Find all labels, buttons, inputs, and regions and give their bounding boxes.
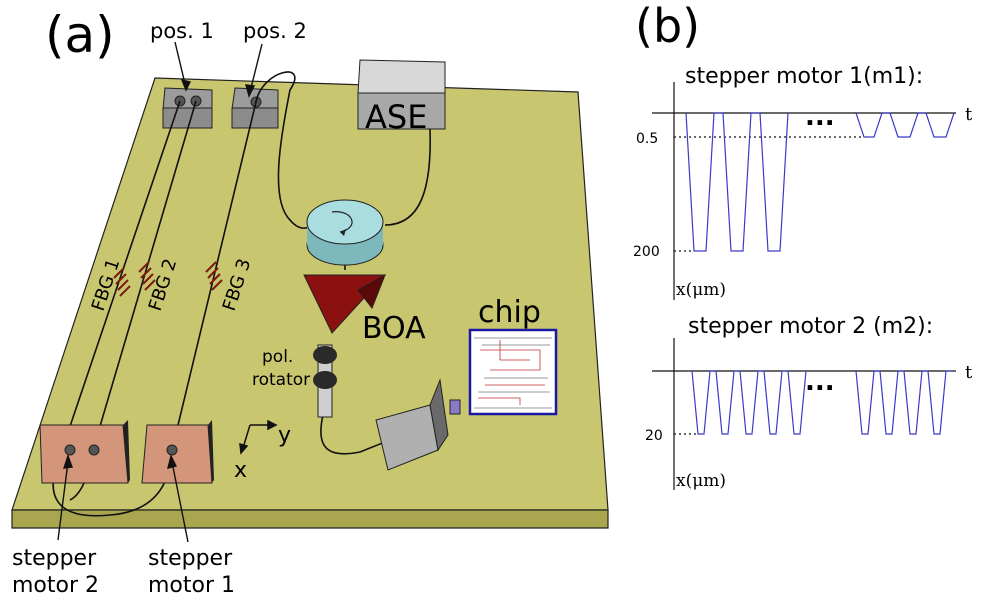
m1-waveform [685,112,955,252]
m2-tick-20: 20 [645,428,663,444]
stepper-motor-2-label-1: stepper [12,546,97,571]
pos2-block [231,107,279,129]
pos1-block-top [162,87,213,111]
fbg-gratings [113,261,223,297]
stepper-motor-1-label-1: stepper [148,546,233,571]
m2-ellipsis: ... [805,367,835,397]
xy-axes [239,419,278,455]
m1-t-label: t [965,104,973,125]
ase-box [357,92,446,130]
pos2-label: pos. 2 [243,19,307,43]
panel-a-label: (a) [45,6,115,64]
chip-label: chip [478,295,541,330]
ase-box-top [357,59,446,96]
circulator [306,199,384,245]
boa-label: BOA [362,311,426,346]
m2-waveform [691,370,952,435]
pos1-block [162,107,213,129]
stepper-motor-2-label-2: motor 2 [12,573,99,598]
stepper-motor-1-block [141,424,213,484]
stepper-motor-1-label-2: motor 1 [148,573,235,598]
m1-ellipsis: ... [805,102,835,132]
pol-rotator-label-2: rotator [252,370,310,390]
chip [468,328,558,416]
ase-label: ASE [365,98,427,136]
m2-title: stepper motor 2 (m2): [688,314,933,339]
stepper-motor-2-block [39,424,129,484]
m1-y-axis-label: x(μm) [676,280,726,300]
m1-tick-0.5: 0.5 [636,131,658,147]
pol-rotator-label-1: pol. [262,347,293,367]
panel-b-label: (b) [635,0,700,53]
m1-tick-200: 200 [633,244,660,260]
axis-y-label: y [278,423,291,448]
axis-x-label: x [234,458,247,483]
board-front [11,509,609,529]
m2-t-label: t [965,362,973,383]
m2-y-axis-label: x(μm) [676,471,726,491]
m1-title: stepper motor 1(m1): [685,64,923,89]
pos1-label: pos. 1 [150,19,214,43]
